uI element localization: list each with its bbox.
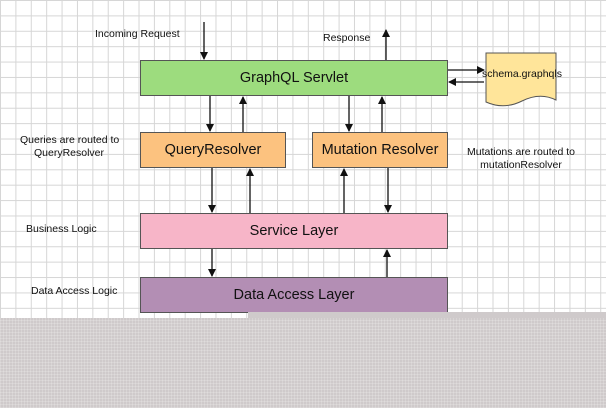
mutation-resolver-label: Mutation Resolver xyxy=(321,142,439,158)
gray-overlay xyxy=(0,318,606,408)
mutations-routed-label: Mutations are routed to mutationResolver xyxy=(462,146,580,171)
gray-overlay-notch xyxy=(248,312,606,320)
graphql-servlet-node: GraphQL Servlet xyxy=(140,60,448,96)
query-resolver-node: QueryResolver xyxy=(140,132,286,168)
data-access-logic-label: Data Access Logic xyxy=(31,285,118,297)
queries-routed-line-2: QueryResolver xyxy=(33,146,105,159)
mutations-routed-line-2: mutationResolver xyxy=(480,158,562,171)
graphql-servlet-label: GraphQL Servlet xyxy=(239,70,349,86)
schema-file-icon xyxy=(485,52,557,107)
business-logic-label: Business Logic xyxy=(26,223,97,235)
data-access-layer-node: Data Access Layer xyxy=(140,277,448,313)
service-layer-label: Service Layer xyxy=(249,223,339,239)
queries-routed-label: Queries are routed to QueryResolver xyxy=(20,134,120,159)
mutation-resolver-node: Mutation Resolver xyxy=(312,132,448,168)
queries-routed-line-1: Queries are routed to xyxy=(20,134,120,146)
incoming-request-label: Incoming Request xyxy=(95,28,180,40)
schema-file-label: schema.graphqls xyxy=(482,68,562,80)
response-label: Response xyxy=(323,32,371,44)
mutations-routed-line-1: Mutations are routed to xyxy=(467,146,575,158)
service-layer-node: Service Layer xyxy=(140,213,448,249)
query-resolver-label: QueryResolver xyxy=(164,142,262,158)
data-access-layer-label: Data Access Layer xyxy=(233,287,355,303)
